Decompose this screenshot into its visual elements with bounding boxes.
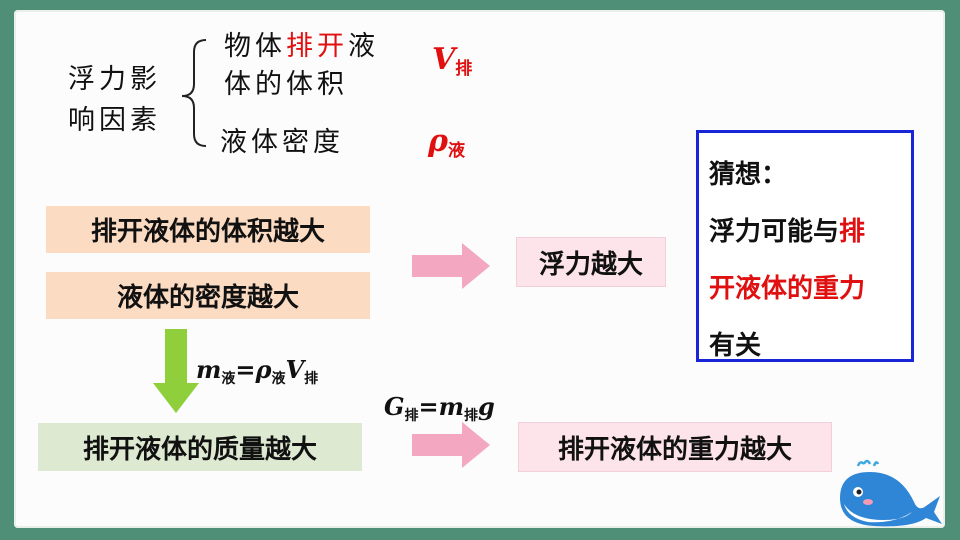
factor-item-volume-line1: 物体排开液 (224, 31, 379, 62)
factors-brace (181, 39, 207, 147)
guess-box: 猜想： 浮力可能与排 开液体的重力 有关 (696, 130, 914, 362)
arrow-right-icon (412, 422, 490, 468)
box-buoyancy-larger: 浮力越大 (516, 237, 666, 287)
guess-line1: 浮力可能与排 (709, 217, 866, 247)
formula-weight: G排=m排g (384, 392, 495, 424)
formula-mass: m液=ρ液V排 (196, 355, 319, 387)
arrow-right-icon (412, 243, 490, 289)
box-mass-larger: 排开液体的质量越大 (38, 423, 362, 471)
factor-item-density: 液体密度 (220, 127, 344, 158)
arrow-down-icon (153, 329, 199, 413)
guess-line2: 开液体的重力 (709, 274, 866, 304)
guess-line3: 有关 (709, 331, 762, 361)
whale-icon (840, 459, 942, 527)
factors-label-line2: 响因素 (68, 105, 161, 136)
symbol-rho-liquid: ρ液 (428, 124, 465, 161)
box-density-larger: 液体的密度越大 (46, 272, 370, 319)
box-volume-larger: 排开液体的体积越大 (46, 206, 370, 253)
guess-title: 猜想： (709, 160, 788, 190)
factor-item-volume-line2: 体的体积 (224, 69, 348, 100)
factors-label-line1: 浮力影 (68, 64, 161, 95)
symbol-v-displaced: V排 (432, 42, 473, 79)
box-weight-larger: 排开液体的重力越大 (518, 422, 832, 472)
